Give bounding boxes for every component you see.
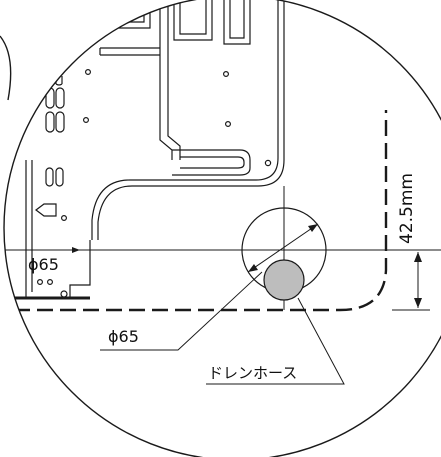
dimension-arrow-bottom	[414, 298, 422, 308]
dimension-label-42-5mm: 42.5mm	[397, 173, 417, 244]
hole-diameter-line	[247, 223, 319, 273]
drain-hose-label: ドレンホース	[208, 364, 297, 382]
hole-diameter-callout: ϕ65	[108, 327, 139, 346]
outer-ring-fragment	[0, 35, 12, 101]
dimension-arrow-top	[414, 252, 422, 262]
diameter-arrowhead-2	[248, 264, 258, 272]
wall-outline-dashed	[14, 110, 388, 312]
callout-leader-hole	[100, 271, 263, 351]
drain-hose-section	[263, 259, 305, 301]
left-dimension-arrow	[72, 247, 80, 253]
hole-diameter-label-left: ϕ65	[28, 255, 59, 274]
callout-leader-hose	[206, 297, 345, 385]
mounting-plate	[25, 0, 285, 299]
diameter-arrowhead	[308, 224, 318, 232]
detail-circle	[3, 0, 441, 457]
